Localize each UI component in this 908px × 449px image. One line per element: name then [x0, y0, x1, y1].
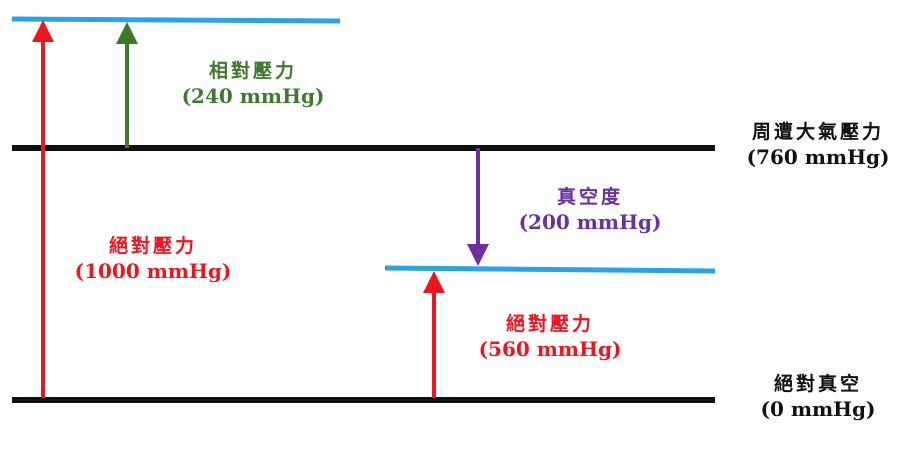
- relative-pressure-arrow: [116, 22, 138, 148]
- absolute-pressure-low-name: 絕對壓力: [505, 313, 594, 335]
- atmospheric-pressure-name: 周遭大氣壓力: [751, 121, 884, 143]
- relative-pressure-name: 相對壓力: [208, 60, 297, 82]
- absolute-pressure-high-value: (1000 mmHg): [74, 258, 232, 283]
- absolute-vacuum-label: 絕對真空 (0 mmHg): [738, 373, 898, 422]
- absolute-pressure-low-label: 絕對壓力 (560 mmHg): [470, 313, 630, 362]
- absolute-pressure-560-arrow: [423, 271, 445, 398]
- vacuum-arrow: [467, 148, 489, 266]
- absolute-vacuum-name: 絕對真空: [773, 373, 862, 395]
- absolute-pressure-high-label: 絕對壓力 (1000 mmHg): [68, 235, 238, 284]
- absolute-vacuum-value: (0 mmHg): [760, 396, 876, 421]
- vacuum-label: 真空度 (200 mmHg): [510, 186, 670, 235]
- low-pressure-level-line: [384, 265, 716, 274]
- relative-pressure-value: (240 mmHg): [181, 83, 325, 108]
- atmospheric-pressure-label: 周遭大氣壓力 (760 mmHg): [730, 121, 906, 170]
- high-pressure-level-line: [11, 16, 341, 24]
- atmospheric-pressure-value: (760 mmHg): [746, 144, 890, 169]
- absolute-pressure-low-value: (560 mmHg): [478, 336, 622, 361]
- absolute-pressure-1000-arrow: [32, 20, 54, 398]
- relative-pressure-label: 相對壓力 (240 mmHg): [178, 60, 328, 109]
- vacuum-name: 真空度: [556, 186, 623, 208]
- absolute-pressure-high-name: 絕對壓力: [108, 235, 197, 257]
- vacuum-value: (200 mmHg): [518, 209, 662, 234]
